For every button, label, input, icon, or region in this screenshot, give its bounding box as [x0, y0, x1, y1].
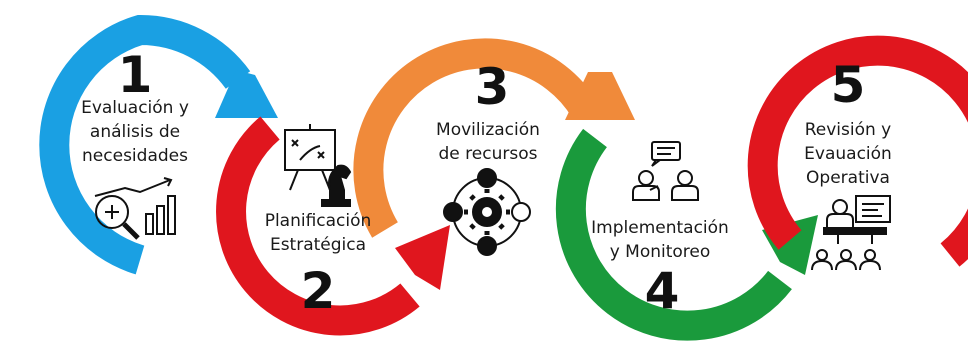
step-4-label-line-1: Implementación — [591, 218, 729, 238]
presentation-audience-icon — [811, 195, 891, 271]
step-1-number: 1 — [117, 46, 153, 104]
step-3-label: Movilización de recursos — [418, 118, 558, 166]
strategy-board-chess-icon — [284, 124, 352, 207]
step-1-label-line-1: Evaluación y — [81, 98, 189, 118]
step-4-number: 4 — [644, 262, 680, 320]
step-1-arc — [39, 14, 251, 275]
step-3-arrowhead — [565, 72, 635, 120]
step-2-label: Planificación Estratégica — [248, 209, 388, 257]
step-5-number: 5 — [830, 56, 866, 114]
step-2-arrowhead — [395, 225, 450, 290]
step-3-number: 3 — [474, 58, 510, 116]
step-4-arc — [555, 128, 792, 341]
resources-gear-icon — [443, 168, 531, 256]
step-3-label-line-2: de recursos — [438, 144, 538, 164]
step-1-label: Evaluación y análisis de necesidades — [60, 96, 210, 168]
step-2-label-line-1: Planificación — [264, 211, 372, 231]
step-5-arc — [747, 35, 968, 267]
step-5-label: Revisión y Evauación Operativa — [783, 118, 913, 190]
step-1-label-line-3: necesidades — [82, 146, 188, 166]
step-5-label-line-2: Evauación — [804, 144, 892, 164]
people-communication-icon — [632, 141, 699, 201]
step-2-label-line-2: Estratégica — [269, 235, 367, 255]
step-1-arrowhead — [215, 70, 278, 118]
step-5-label-line-3: Operativa — [806, 168, 890, 188]
step-1-label-line-2: análisis de — [89, 122, 181, 142]
step-2-arc — [216, 116, 420, 336]
step-5-label-line-1: Revisión y — [804, 120, 892, 140]
step-4-label-line-2: y Monitoreo — [609, 242, 711, 262]
search-growth-chart-icon — [94, 177, 176, 240]
step-3-arc — [353, 38, 598, 238]
step-3-label-line-1: Movilización — [436, 120, 540, 140]
step-4-label: Implementación y Monitoreo — [580, 216, 740, 264]
step-2-number: 2 — [300, 262, 336, 320]
